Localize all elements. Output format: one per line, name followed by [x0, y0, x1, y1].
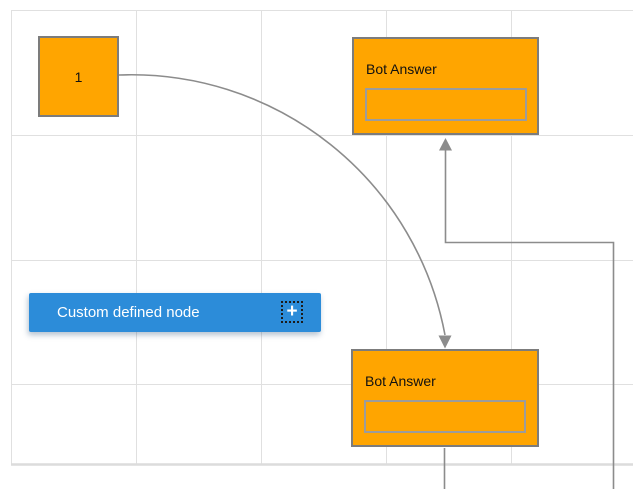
- plus-icon: +: [286, 300, 298, 322]
- custom-node-label: Custom defined node: [57, 304, 200, 321]
- bot-answer-input[interactable]: [365, 88, 527, 121]
- node-start-label: 1: [74, 68, 83, 85]
- node-bot-answer-top[interactable]: Bot Answer: [352, 37, 539, 135]
- node-bot-answer-bottom[interactable]: Bot Answer: [351, 349, 539, 447]
- arrowhead-up-icon: [439, 138, 452, 151]
- bot-answer-input[interactable]: [364, 400, 526, 433]
- node-custom-defined[interactable]: Custom defined node +: [29, 293, 321, 332]
- connector-orthogonal-path[interactable]: [444, 150, 615, 489]
- node-start[interactable]: 1: [38, 36, 119, 117]
- bot-answer-title: Bot Answer: [365, 373, 436, 389]
- connector-curved[interactable]: [118, 73, 452, 349]
- connector-orthogonal[interactable]: [439, 138, 615, 489]
- add-port-button[interactable]: +: [281, 301, 303, 323]
- connector-curved-path[interactable]: [118, 73, 446, 336]
- arrowhead-down-icon: [438, 335, 452, 349]
- bot-answer-title: Bot Answer: [366, 61, 437, 77]
